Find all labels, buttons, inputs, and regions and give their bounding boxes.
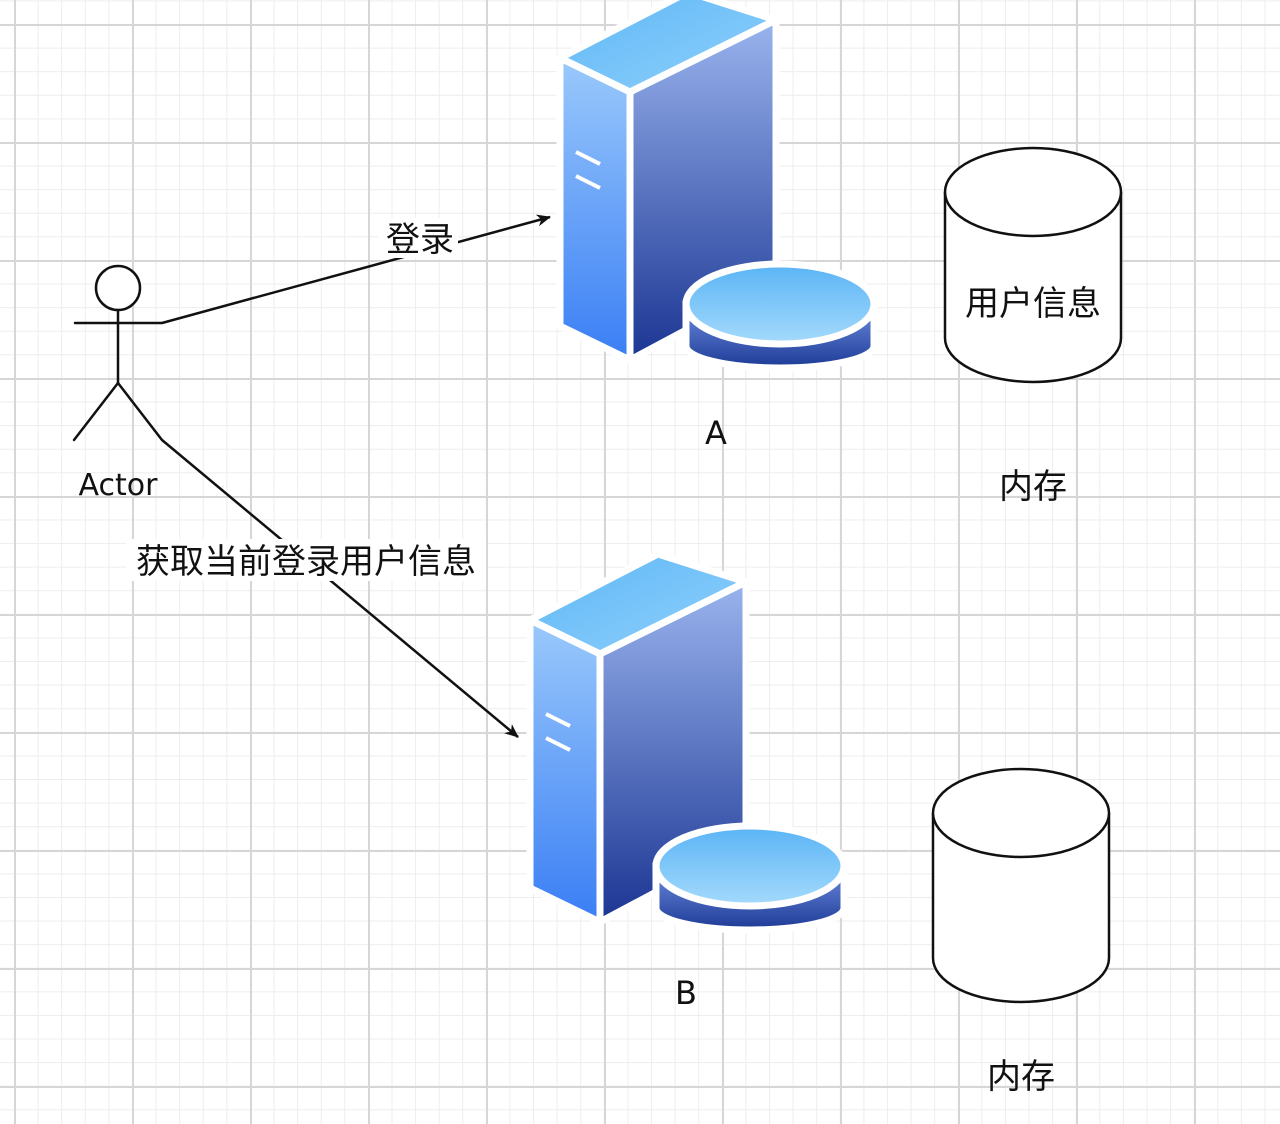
- server-side: [526, 616, 604, 926]
- server-side: [556, 54, 634, 364]
- memory-a-label: 内存: [999, 467, 1067, 507]
- actor-left-leg: [72, 381, 120, 442]
- get-user-edge[interactable]: [161, 439, 519, 738]
- database-disk-icon: [652, 822, 848, 934]
- memory-b-label: 内存: [987, 1057, 1055, 1097]
- login-edge[interactable]: [161, 214, 551, 325]
- server-a[interactable]: [556, 0, 878, 372]
- memory-cylinder-a[interactable]: [943, 146, 1123, 384]
- server-a-label: A: [705, 414, 727, 452]
- get-user-edge-label: 获取当前登录用户信息: [136, 542, 476, 582]
- server-slot: [575, 150, 601, 166]
- server-b[interactable]: [526, 550, 848, 934]
- server-slot: [545, 712, 571, 728]
- actor-label: Actor: [79, 468, 159, 503]
- actor-head: [94, 264, 142, 312]
- login-edge-label: 登录: [386, 220, 454, 260]
- actor[interactable]: [72, 264, 164, 442]
- server-slot: [575, 174, 601, 190]
- database-disk-icon: [682, 260, 878, 372]
- server-b-label: B: [675, 974, 697, 1012]
- memory-cylinder-b[interactable]: [931, 767, 1111, 1004]
- memory-a-content: 用户信息: [965, 284, 1101, 324]
- actor-right-leg: [116, 381, 164, 442]
- server-slot: [545, 736, 571, 752]
